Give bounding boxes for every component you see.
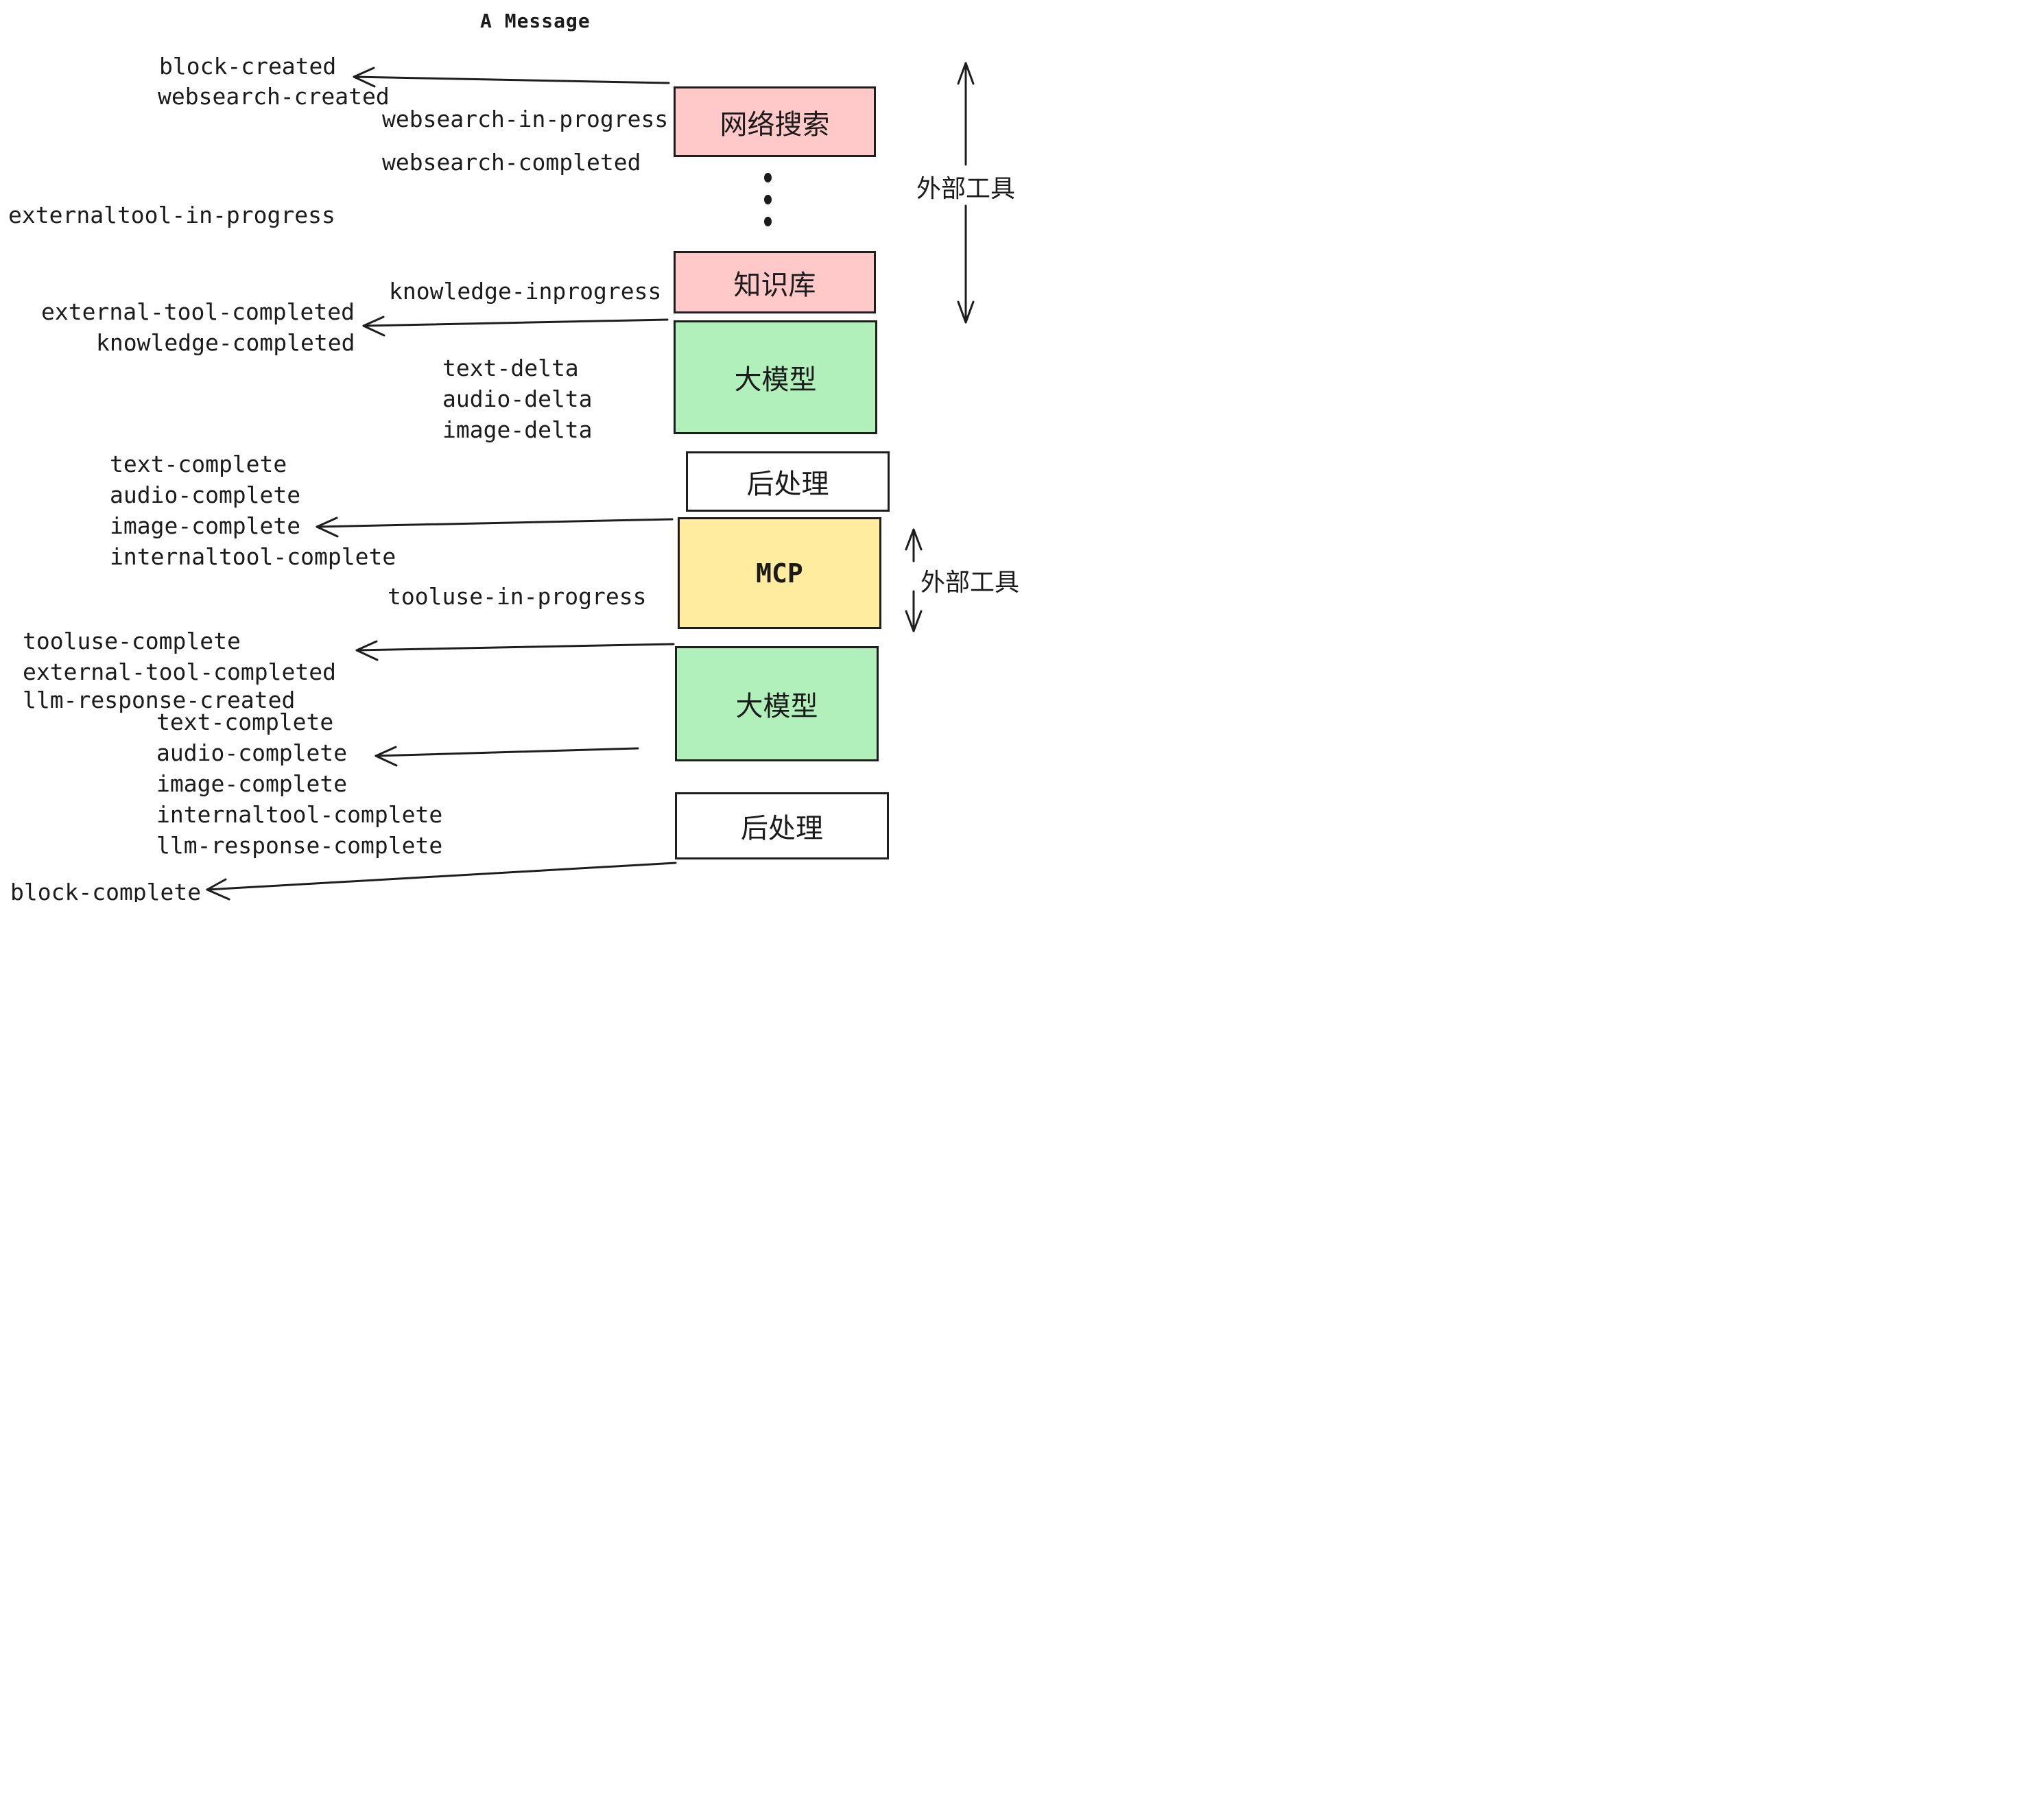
event-label-external-tool-completed-2: external-tool-completed [23,658,336,685]
message-flow-diagram: A Message block-created websearch-create… [0,0,1022,902]
event-label-knowledge-completed: knowledge-completed [96,329,355,356]
event-label-text-complete-1: text-complete [110,451,287,477]
arrow-layer [206,62,975,901]
arrow-to-block-created [353,67,670,88]
ellipsis-dot [764,217,772,226]
event-label-audio-delta-1: audio-delta [442,385,593,412]
external-tools-double-arrow-1 [957,62,975,324]
event-label-tooluse-complete: tooluse-complete [23,628,241,654]
event-label-websearch-created: websearch-created [158,83,390,110]
external-tools-label-2: 外部工具 [920,569,1020,597]
event-label-internaltool-complete-1: internaltool-complete [110,543,396,570]
box-postprocess-2: 后处理 [675,792,889,859]
diagram-title: A Message [480,10,591,32]
box-postprocess-1: 后处理 [686,451,890,512]
event-label-audio-complete-2: audio-complete [156,739,348,766]
event-label-audio-complete-1: audio-complete [110,482,301,508]
ellipsis-dot [764,173,772,182]
event-label-text-complete-2: text-complete [156,709,334,735]
box-knowledge-base: 知识库 [674,251,876,313]
event-label-image-complete-2: image-complete [156,770,348,797]
event-label-external-tool-completed-1: external-tool-completed [41,298,355,325]
arrow-to-image-complete [316,517,674,538]
arrow-to-audio-complete [375,746,639,767]
box-llm-2: 大模型 [675,646,879,761]
box-llm-1: 大模型 [674,320,877,434]
event-label-tooluse-in-progress: tooluse-in-progress [388,583,647,610]
event-label-knowledge-inprogress: knowledge-inprogress [389,278,662,305]
arrow-to-block-complete [206,862,677,901]
event-label-llm-response-complete: llm-response-complete [156,832,443,859]
external-tools-double-arrow-2 [905,528,923,632]
event-label-text-delta-1: text-delta [442,355,579,381]
arrow-to-knowledge-completed [362,316,669,337]
event-label-block-complete: block-complete [10,879,202,902]
event-label-block-created: block-created [159,53,337,80]
ellipsis-dot [764,195,772,204]
external-tools-label-1: 外部工具 [916,175,1016,203]
event-label-image-delta-1: image-delta [442,416,593,443]
box-mcp: MCP [678,517,881,629]
arrow-to-tooluse-complete [355,640,675,661]
event-label-llm-response-created: llm-response-created [23,687,296,713]
event-label-websearch-completed: websearch-completed [382,149,641,176]
event-label-internaltool-complete-2: internaltool-complete [156,801,443,828]
event-label-websearch-in-progress: websearch-in-progress [382,106,669,132]
event-label-image-complete-1: image-complete [110,512,301,539]
event-label-externaltool-in-progress: externaltool-in-progress [8,202,335,228]
box-websearch: 网络搜索 [674,86,876,157]
